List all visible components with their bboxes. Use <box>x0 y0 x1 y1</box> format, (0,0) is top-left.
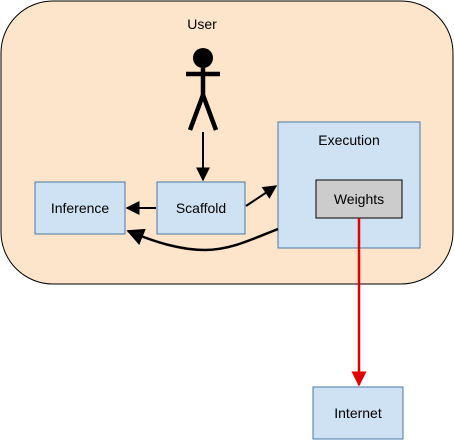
weights-node: Weights <box>315 179 403 219</box>
user-region-label: User <box>187 16 217 32</box>
internet-node: Internet <box>312 386 404 440</box>
scaffold-node: Scaffold <box>156 181 246 235</box>
edge-execution-to-inference <box>126 227 279 252</box>
execution-label: Execution <box>318 132 379 148</box>
inference-box <box>34 181 126 235</box>
weights-box <box>315 179 403 219</box>
edges <box>125 132 367 387</box>
stick-figure-icon <box>186 48 220 131</box>
inference-node: Inference <box>34 181 126 235</box>
scaffold-box <box>156 181 246 235</box>
weights-label: Weights <box>334 191 384 207</box>
scaffold-label: Scaffold <box>176 200 226 216</box>
edge-scaffold-to-execution <box>245 185 278 207</box>
internet-box <box>312 386 404 440</box>
inference-label: Inference <box>51 200 110 216</box>
internet-label: Internet <box>334 405 382 421</box>
